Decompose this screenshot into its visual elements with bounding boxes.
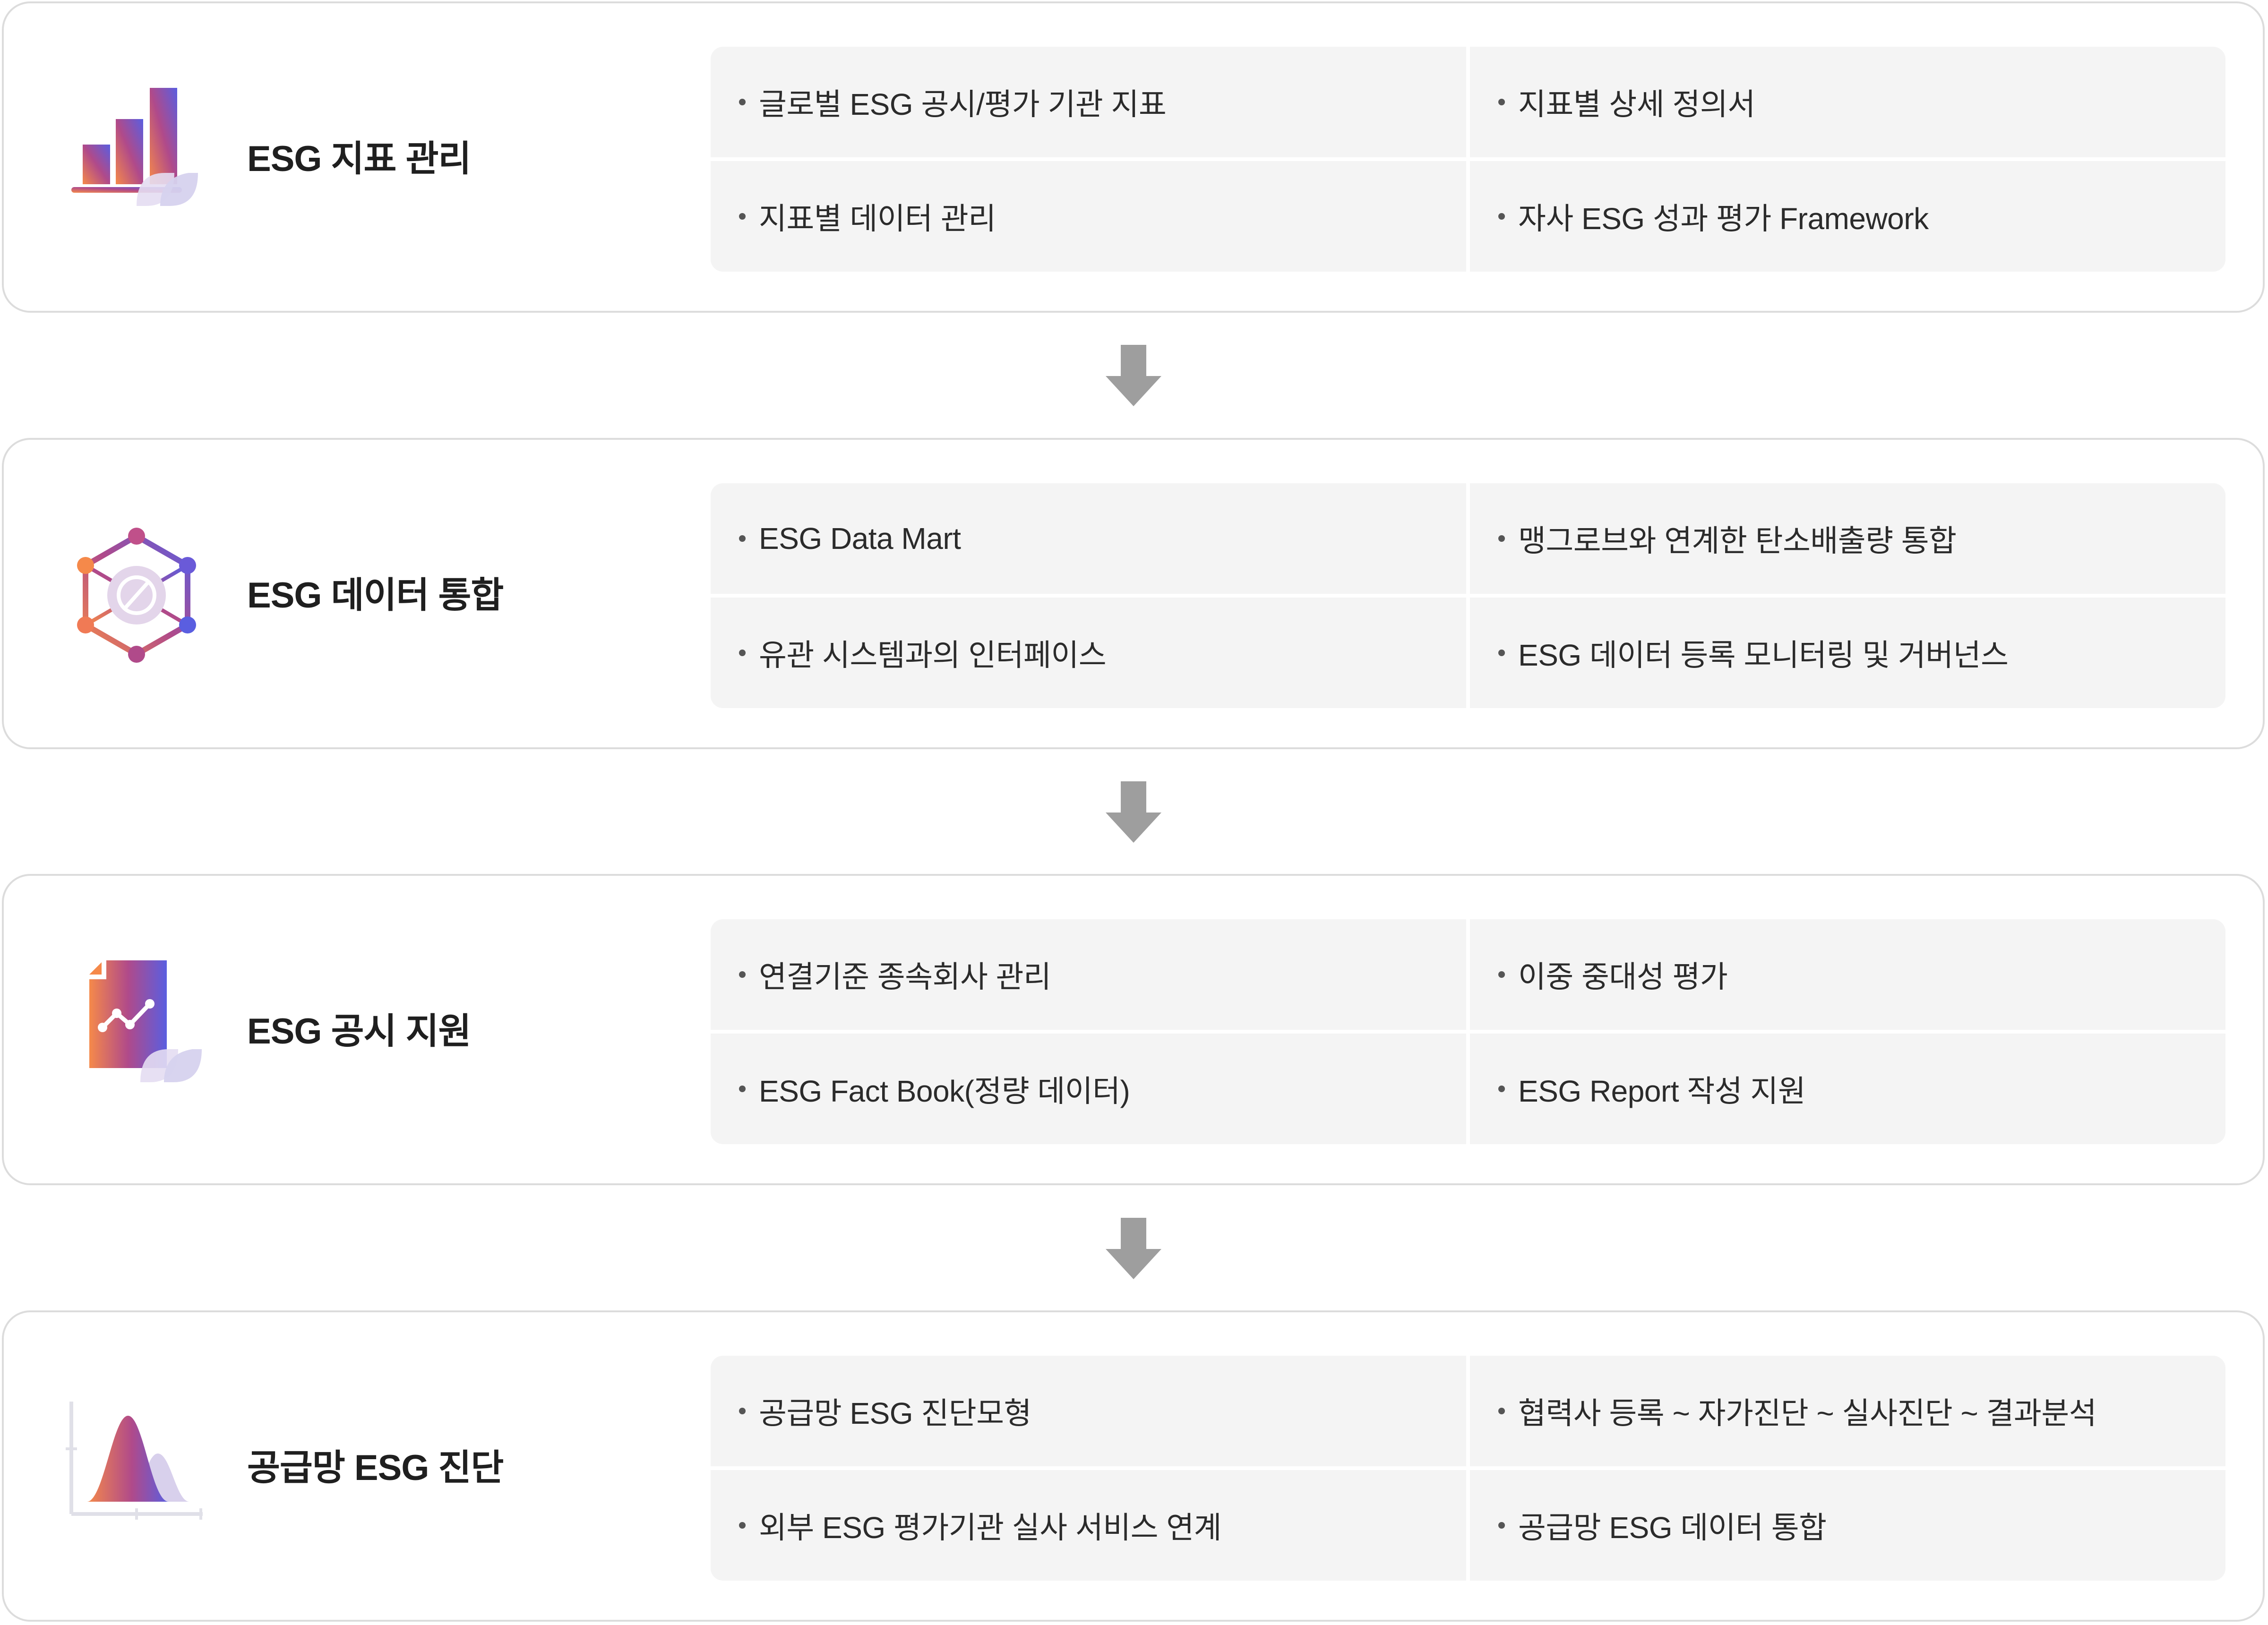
bullet-icon xyxy=(1498,213,1505,220)
bullet-icon xyxy=(1498,650,1505,656)
feature-item-label: 지표별 데이터 관리 xyxy=(759,202,996,236)
feature-item-label: 외부 ESG 평가기관 실사 서비스 연계 xyxy=(759,1511,1222,1545)
bullet-icon xyxy=(1498,1086,1505,1092)
feature-item: ESG 데이터 등록 모니터링 및 거버넌스 xyxy=(1470,598,2225,708)
section-card-esg-disclosure-support: ESG 공시 지원 연결기준 종속회사 관리 이중 중대성 평가 ESG Fac… xyxy=(2,874,2265,1185)
distribution-curve-icon xyxy=(66,1397,207,1539)
feature-item: 이중 중대성 평가 xyxy=(1470,919,2225,1030)
section-card-esg-indicator-management: ESG 지표 관리 글로벌 ESG 공시/평가 기관 지표 지표별 상세 정의서… xyxy=(2,1,2265,313)
feature-item-label: 이중 중대성 평가 xyxy=(1518,960,1728,994)
section-card-supply-chain-esg-diagnosis: 공급망 ESG 진단 공급망 ESG 진단모형 협력사 등록 ~ 자가진단 ~ … xyxy=(2,1310,2265,1622)
bullet-icon xyxy=(1498,535,1505,542)
bullet-icon xyxy=(739,1086,746,1092)
bullet-icon xyxy=(739,971,746,978)
feature-item: ESG Report 작성 지원 xyxy=(1470,1034,2225,1144)
feature-item-label: ESG 데이터 등록 모니터링 및 거버넌스 xyxy=(1518,638,2009,672)
feature-item-label: 글로벌 ESG 공시/평가 기관 지표 xyxy=(759,87,1167,121)
bullet-icon xyxy=(739,1522,746,1529)
network-leaf-icon xyxy=(66,524,207,666)
bullet-icon xyxy=(739,99,746,105)
feature-item: 지표별 상세 정의서 xyxy=(1470,47,2225,157)
report-document-icon xyxy=(66,960,207,1102)
feature-item-label: 지표별 상세 정의서 xyxy=(1518,87,1755,121)
bullet-icon xyxy=(1498,971,1505,978)
feature-grid: 공급망 ESG 진단모형 협력사 등록 ~ 자가진단 ~ 실사진단 ~ 결과분석… xyxy=(711,1356,2225,1581)
down-arrow-icon xyxy=(1106,345,1161,406)
feature-item: 연결기준 종속회사 관리 xyxy=(711,919,1466,1030)
down-arrow-icon xyxy=(1106,1218,1161,1279)
bar-chart-icon xyxy=(66,88,207,230)
feature-item-label: 맹그로브와 연계한 탄소배출량 통합 xyxy=(1518,524,1957,558)
feature-item-label: ESG Fact Book(정량 데이터) xyxy=(759,1074,1130,1108)
feature-item: 협력사 등록 ~ 자가진단 ~ 실사진단 ~ 결과분석 xyxy=(1470,1356,2225,1466)
feature-item: 유관 시스템과의 인터페이스 xyxy=(711,598,1466,708)
bullet-icon xyxy=(739,650,746,656)
section-title: ESG 지표 관리 xyxy=(247,139,471,179)
feature-item: 맹그로브와 연계한 탄소배출량 통합 xyxy=(1470,483,2225,594)
feature-item: 공급망 ESG 진단모형 xyxy=(711,1356,1466,1466)
feature-item-label: 유관 시스템과의 인터페이스 xyxy=(759,638,1107,672)
feature-item: ESG Fact Book(정량 데이터) xyxy=(711,1034,1466,1144)
feature-grid: ESG Data Mart 맹그로브와 연계한 탄소배출량 통합 유관 시스템과… xyxy=(711,483,2225,708)
bullet-icon xyxy=(739,213,746,220)
feature-item-label: ESG Report 작성 지원 xyxy=(1518,1074,1806,1108)
down-arrow-icon xyxy=(1106,781,1161,843)
feature-grid: 연결기준 종속회사 관리 이중 중대성 평가 ESG Fact Book(정량 … xyxy=(711,919,2225,1144)
feature-item-label: 협력사 등록 ~ 자가진단 ~ 실사진단 ~ 결과분석 xyxy=(1518,1396,2097,1430)
feature-item-label: 연결기준 종속회사 관리 xyxy=(759,960,1051,994)
section-card-esg-data-integration: ESG 데이터 통합 ESG Data Mart 맹그로브와 연계한 탄소배출량… xyxy=(2,438,2265,749)
feature-item: 외부 ESG 평가기관 실사 서비스 연계 xyxy=(711,1470,1466,1581)
feature-item: ESG Data Mart xyxy=(711,483,1466,594)
feature-item: 공급망 ESG 데이터 통합 xyxy=(1470,1470,2225,1581)
bullet-icon xyxy=(739,535,746,542)
feature-item: 글로벌 ESG 공시/평가 기관 지표 xyxy=(711,47,1466,157)
section-title: ESG 데이터 통합 xyxy=(247,575,504,616)
feature-grid: 글로벌 ESG 공시/평가 기관 지표 지표별 상세 정의서 지표별 데이터 관… xyxy=(711,47,2225,272)
section-title: ESG 공시 지원 xyxy=(247,1011,471,1052)
feature-item-label: ESG Data Mart xyxy=(759,522,961,556)
feature-item-label: 공급망 ESG 진단모형 xyxy=(759,1396,1031,1430)
feature-item: 지표별 데이터 관리 xyxy=(711,161,1466,272)
bullet-icon xyxy=(1498,1522,1505,1529)
bullet-icon xyxy=(1498,99,1505,105)
bullet-icon xyxy=(739,1408,746,1414)
feature-item: 자사 ESG 성과 평가 Framework xyxy=(1470,161,2225,272)
bullet-icon xyxy=(1498,1408,1505,1414)
feature-item-label: 자사 ESG 성과 평가 Framework xyxy=(1518,202,1929,236)
feature-item-label: 공급망 ESG 데이터 통합 xyxy=(1518,1511,1827,1545)
section-title: 공급망 ESG 진단 xyxy=(247,1448,504,1488)
